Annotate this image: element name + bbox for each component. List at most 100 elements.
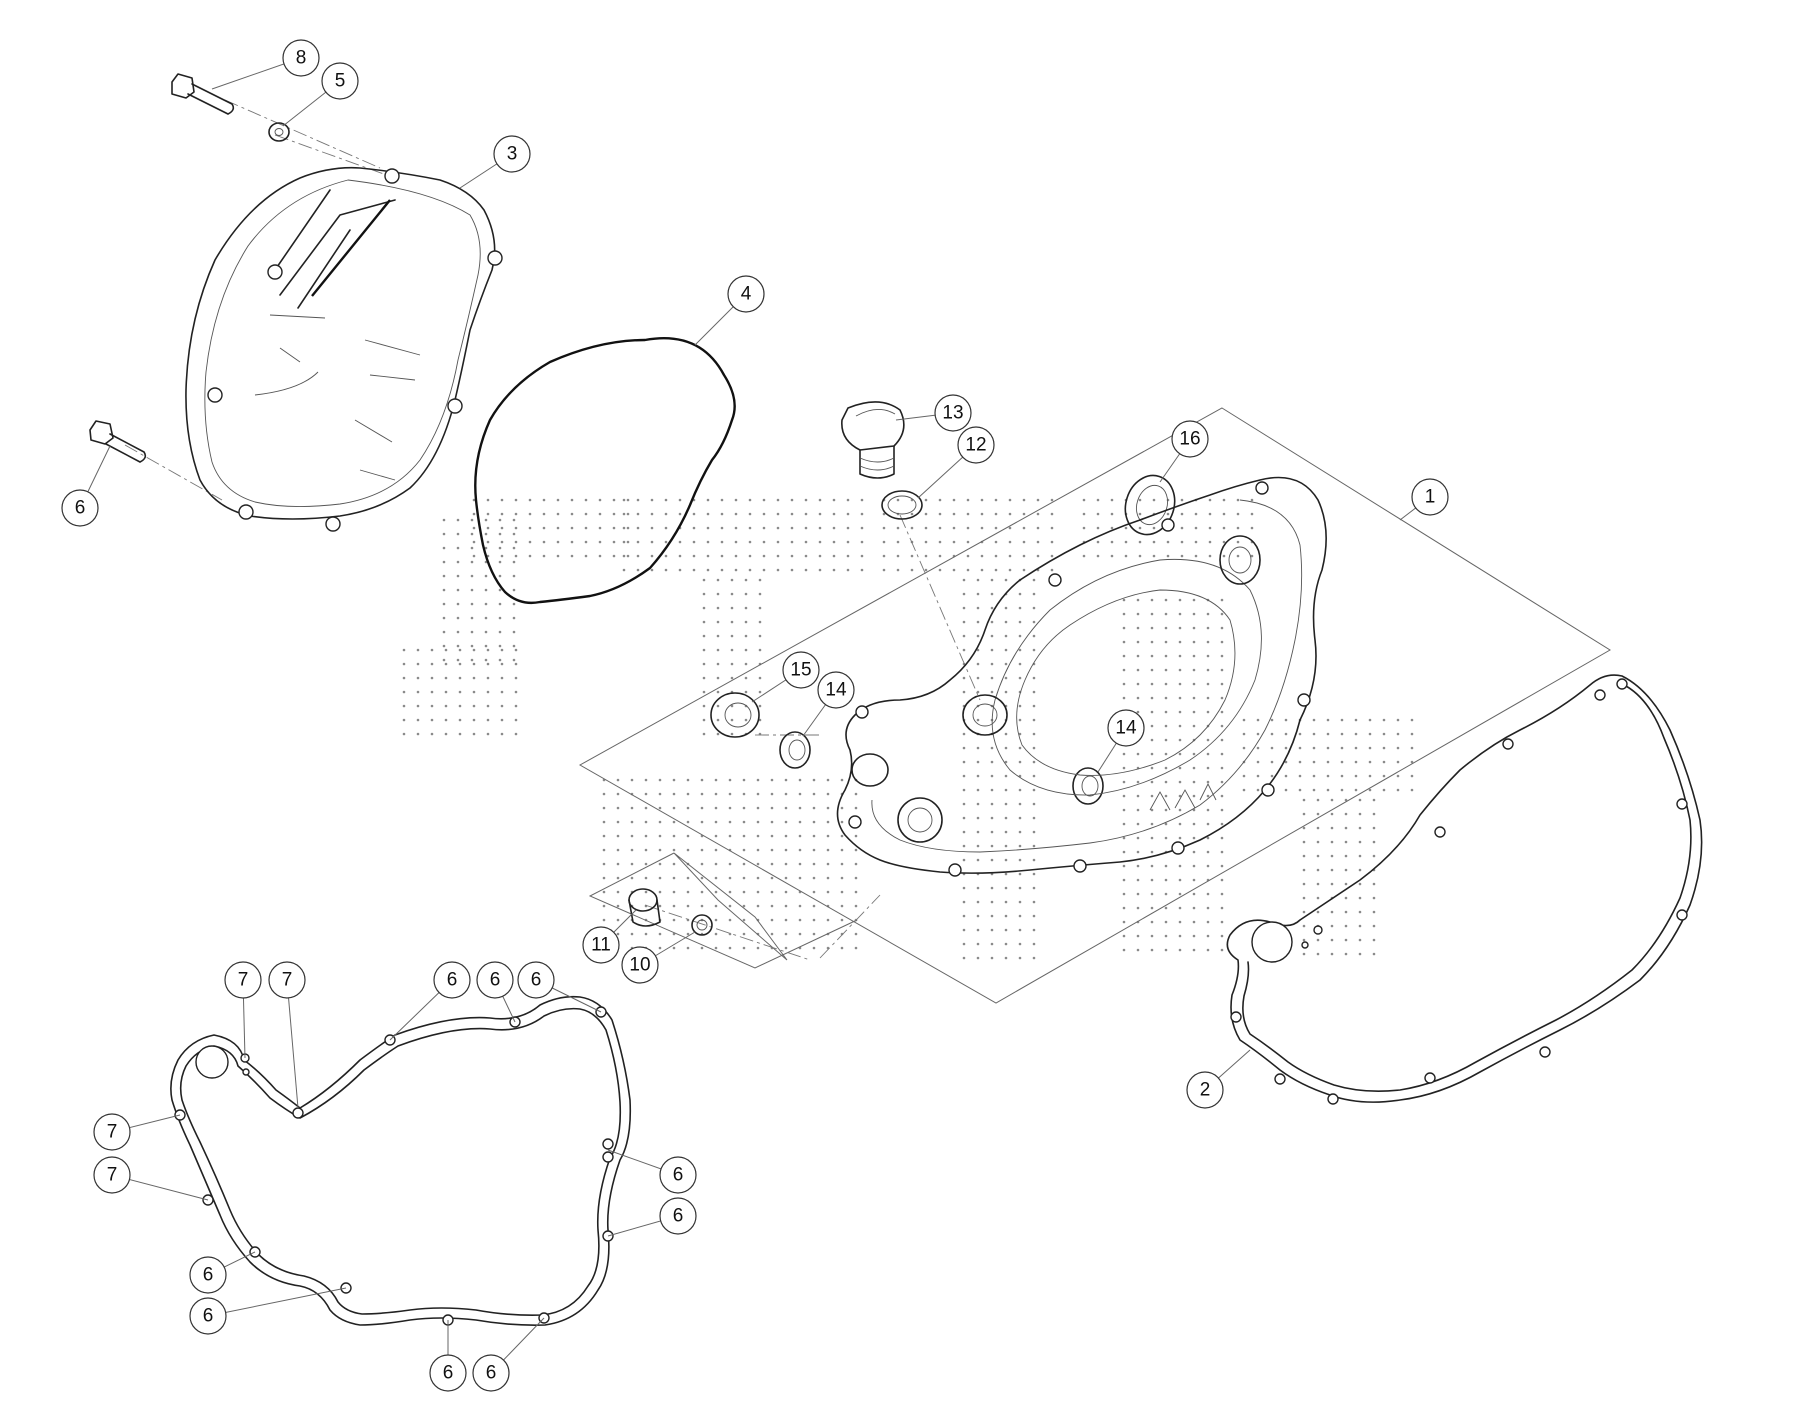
watermark-dot: [1178, 878, 1182, 882]
watermark-dot: [1192, 752, 1196, 756]
watermark-dot: [658, 932, 662, 936]
watermark-dot: [716, 592, 720, 596]
watermark-dot: [1122, 920, 1126, 924]
watermark-dot: [770, 876, 774, 880]
watermark-dot: [758, 592, 762, 596]
watermark-dot: [1166, 554, 1170, 558]
watermark-dot: [702, 606, 706, 610]
watermark-dot: [458, 704, 462, 708]
watermark-dot: [672, 890, 676, 894]
watermark-dot: [734, 540, 738, 544]
watermark-dot: [728, 806, 732, 810]
watermark-dot: [1032, 774, 1036, 778]
watermark-dot: [1242, 788, 1246, 792]
watermark-dot: [804, 568, 808, 572]
watermark-dot: [832, 498, 836, 502]
watermark-dot: [728, 904, 732, 908]
watermark-dot: [798, 932, 802, 936]
watermark-dot: [1136, 948, 1140, 952]
watermark-dot: [1302, 812, 1306, 816]
watermark-dot: [728, 820, 732, 824]
callout-label: 7: [238, 970, 249, 991]
watermark-dot: [1018, 900, 1022, 904]
watermark-dot: [658, 778, 662, 782]
watermark-dot: [1150, 752, 1154, 756]
watermark-dot: [1004, 760, 1008, 764]
watermark-dot: [1192, 668, 1196, 672]
watermark-dot: [812, 792, 816, 796]
watermark-dot: [700, 904, 704, 908]
watermark-dot: [1164, 682, 1168, 686]
watermark-dot: [1178, 682, 1182, 686]
watermark-dot: [1302, 910, 1306, 914]
watermark-dot: [990, 802, 994, 806]
watermark-dot: [458, 648, 462, 652]
watermark-dot: [1206, 906, 1210, 910]
watermark-dot: [1110, 526, 1114, 530]
watermark-dot: [804, 540, 808, 544]
callout-circle: [517, 961, 555, 999]
watermark-dot: [1032, 844, 1036, 848]
watermark-dot: [664, 540, 668, 544]
watermark-dot: [854, 792, 858, 796]
watermark-dot: [472, 498, 476, 502]
watermark-dot: [470, 644, 474, 648]
watermark-dot: [720, 526, 724, 530]
callout-circle: [93, 1156, 131, 1194]
watermark-dot: [1032, 914, 1036, 918]
watermark-dot: [1194, 512, 1198, 516]
watermark-dot: [1036, 498, 1040, 502]
watermark-dot: [846, 554, 850, 558]
callout-label: 6: [673, 1206, 684, 1227]
watermark-dot: [716, 606, 720, 610]
watermark-dot: [1004, 858, 1008, 862]
watermark-dot: [1152, 526, 1156, 530]
watermark-dot: [1022, 512, 1026, 516]
watermark-dot: [1208, 526, 1212, 530]
watermark-dot: [1018, 676, 1022, 680]
callout-6: 6: [517, 961, 555, 999]
watermark-dot: [1096, 512, 1100, 516]
watermark-dot: [962, 732, 966, 736]
watermark-dot: [514, 540, 518, 544]
watermark-dot: [1220, 906, 1224, 910]
watermark-dot: [498, 546, 502, 550]
watermark-dot: [1050, 554, 1054, 558]
watermark-dot: [472, 732, 476, 736]
watermark-dot: [1004, 900, 1008, 904]
watermark-dot: [962, 844, 966, 848]
watermark-dot: [818, 568, 822, 572]
watermark-dot: [686, 792, 690, 796]
watermark-dot: [1122, 878, 1126, 882]
watermark-dot: [456, 574, 460, 578]
watermark-dot: [1358, 896, 1362, 900]
watermark-dot: [528, 498, 532, 502]
watermark-dot: [896, 526, 900, 530]
watermark-dot: [798, 778, 802, 782]
watermark-dot: [1242, 746, 1246, 750]
watermark-dot: [1164, 710, 1168, 714]
watermark-dot: [700, 862, 704, 866]
watermark-dot: [840, 946, 844, 950]
watermark-dot: [584, 498, 588, 502]
watermark-dot: [994, 554, 998, 558]
watermark-dot: [758, 606, 762, 610]
watermark-dot: [1206, 808, 1210, 812]
watermark-dot: [602, 806, 606, 810]
watermark-dot: [1022, 568, 1026, 572]
watermark-dot: [744, 592, 748, 596]
watermark-dot: [1220, 836, 1224, 840]
part-plug: [628, 888, 661, 927]
watermark-dot: [1330, 798, 1334, 802]
watermark-dot: [756, 862, 760, 866]
watermark-dot: [730, 718, 734, 722]
watermark-dot: [1136, 752, 1140, 756]
callout-label: 15: [790, 660, 811, 681]
watermark-dot: [1372, 854, 1376, 858]
watermark-dot: [626, 554, 630, 558]
watermark-dot: [1372, 812, 1376, 816]
watermark-dot: [1222, 540, 1226, 544]
callout-6: 6: [476, 961, 514, 999]
callout-circle: [1107, 709, 1145, 747]
